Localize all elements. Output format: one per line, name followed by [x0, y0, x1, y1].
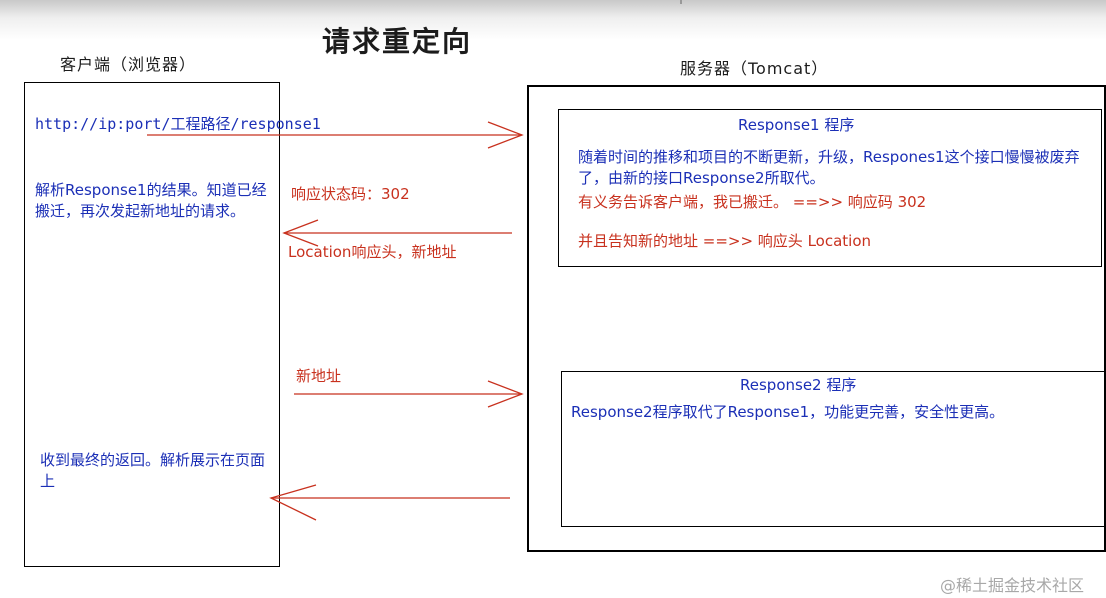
- client-label: 客户端（浏览器）: [60, 55, 197, 74]
- response1-location-note: 并且告知新的地址 ==>> 响应头 Location: [578, 232, 872, 250]
- server-box: [527, 85, 1106, 552]
- client-final-note: 收到最终的返回。解析展示在页面上: [40, 451, 266, 490]
- diagram-title: 请求重定向: [322, 25, 473, 58]
- top-shadow: [0, 0, 1106, 40]
- arrow-final-response: [269, 484, 510, 521]
- request-url: http://ip:port/工程路径/response1: [35, 115, 321, 133]
- top-divider: [680, 0, 682, 4]
- status-code-message: 响应状态码：302: [291, 185, 410, 203]
- server-label: 服务器（Tomcat）: [680, 59, 829, 78]
- new-address-message: 新地址: [296, 367, 342, 385]
- client-parse-note: 解析Response1的结果。知道已经搬迁，再次发起新地址的请求。: [35, 181, 267, 220]
- response1-title: Response1 程序: [738, 116, 855, 134]
- response2-description: Response2程序取代了Response1，功能更完善，安全性更高。: [571, 403, 1005, 421]
- response1-box: [558, 109, 1102, 267]
- location-header-message: Location响应头，新地址: [288, 243, 457, 261]
- client-box: [24, 82, 280, 567]
- watermark: @稀土掘金技术社区: [940, 576, 1085, 595]
- response2-title: Response2 程序: [740, 376, 857, 394]
- response1-status-note: 有义务告诉客户端，我已搬迁。 ==>> 响应码 302: [578, 193, 927, 211]
- response1-description: 随着时间的推移和项目的不断更新，升级，Respones1这个接口慢慢被废弃了，由…: [578, 148, 1080, 187]
